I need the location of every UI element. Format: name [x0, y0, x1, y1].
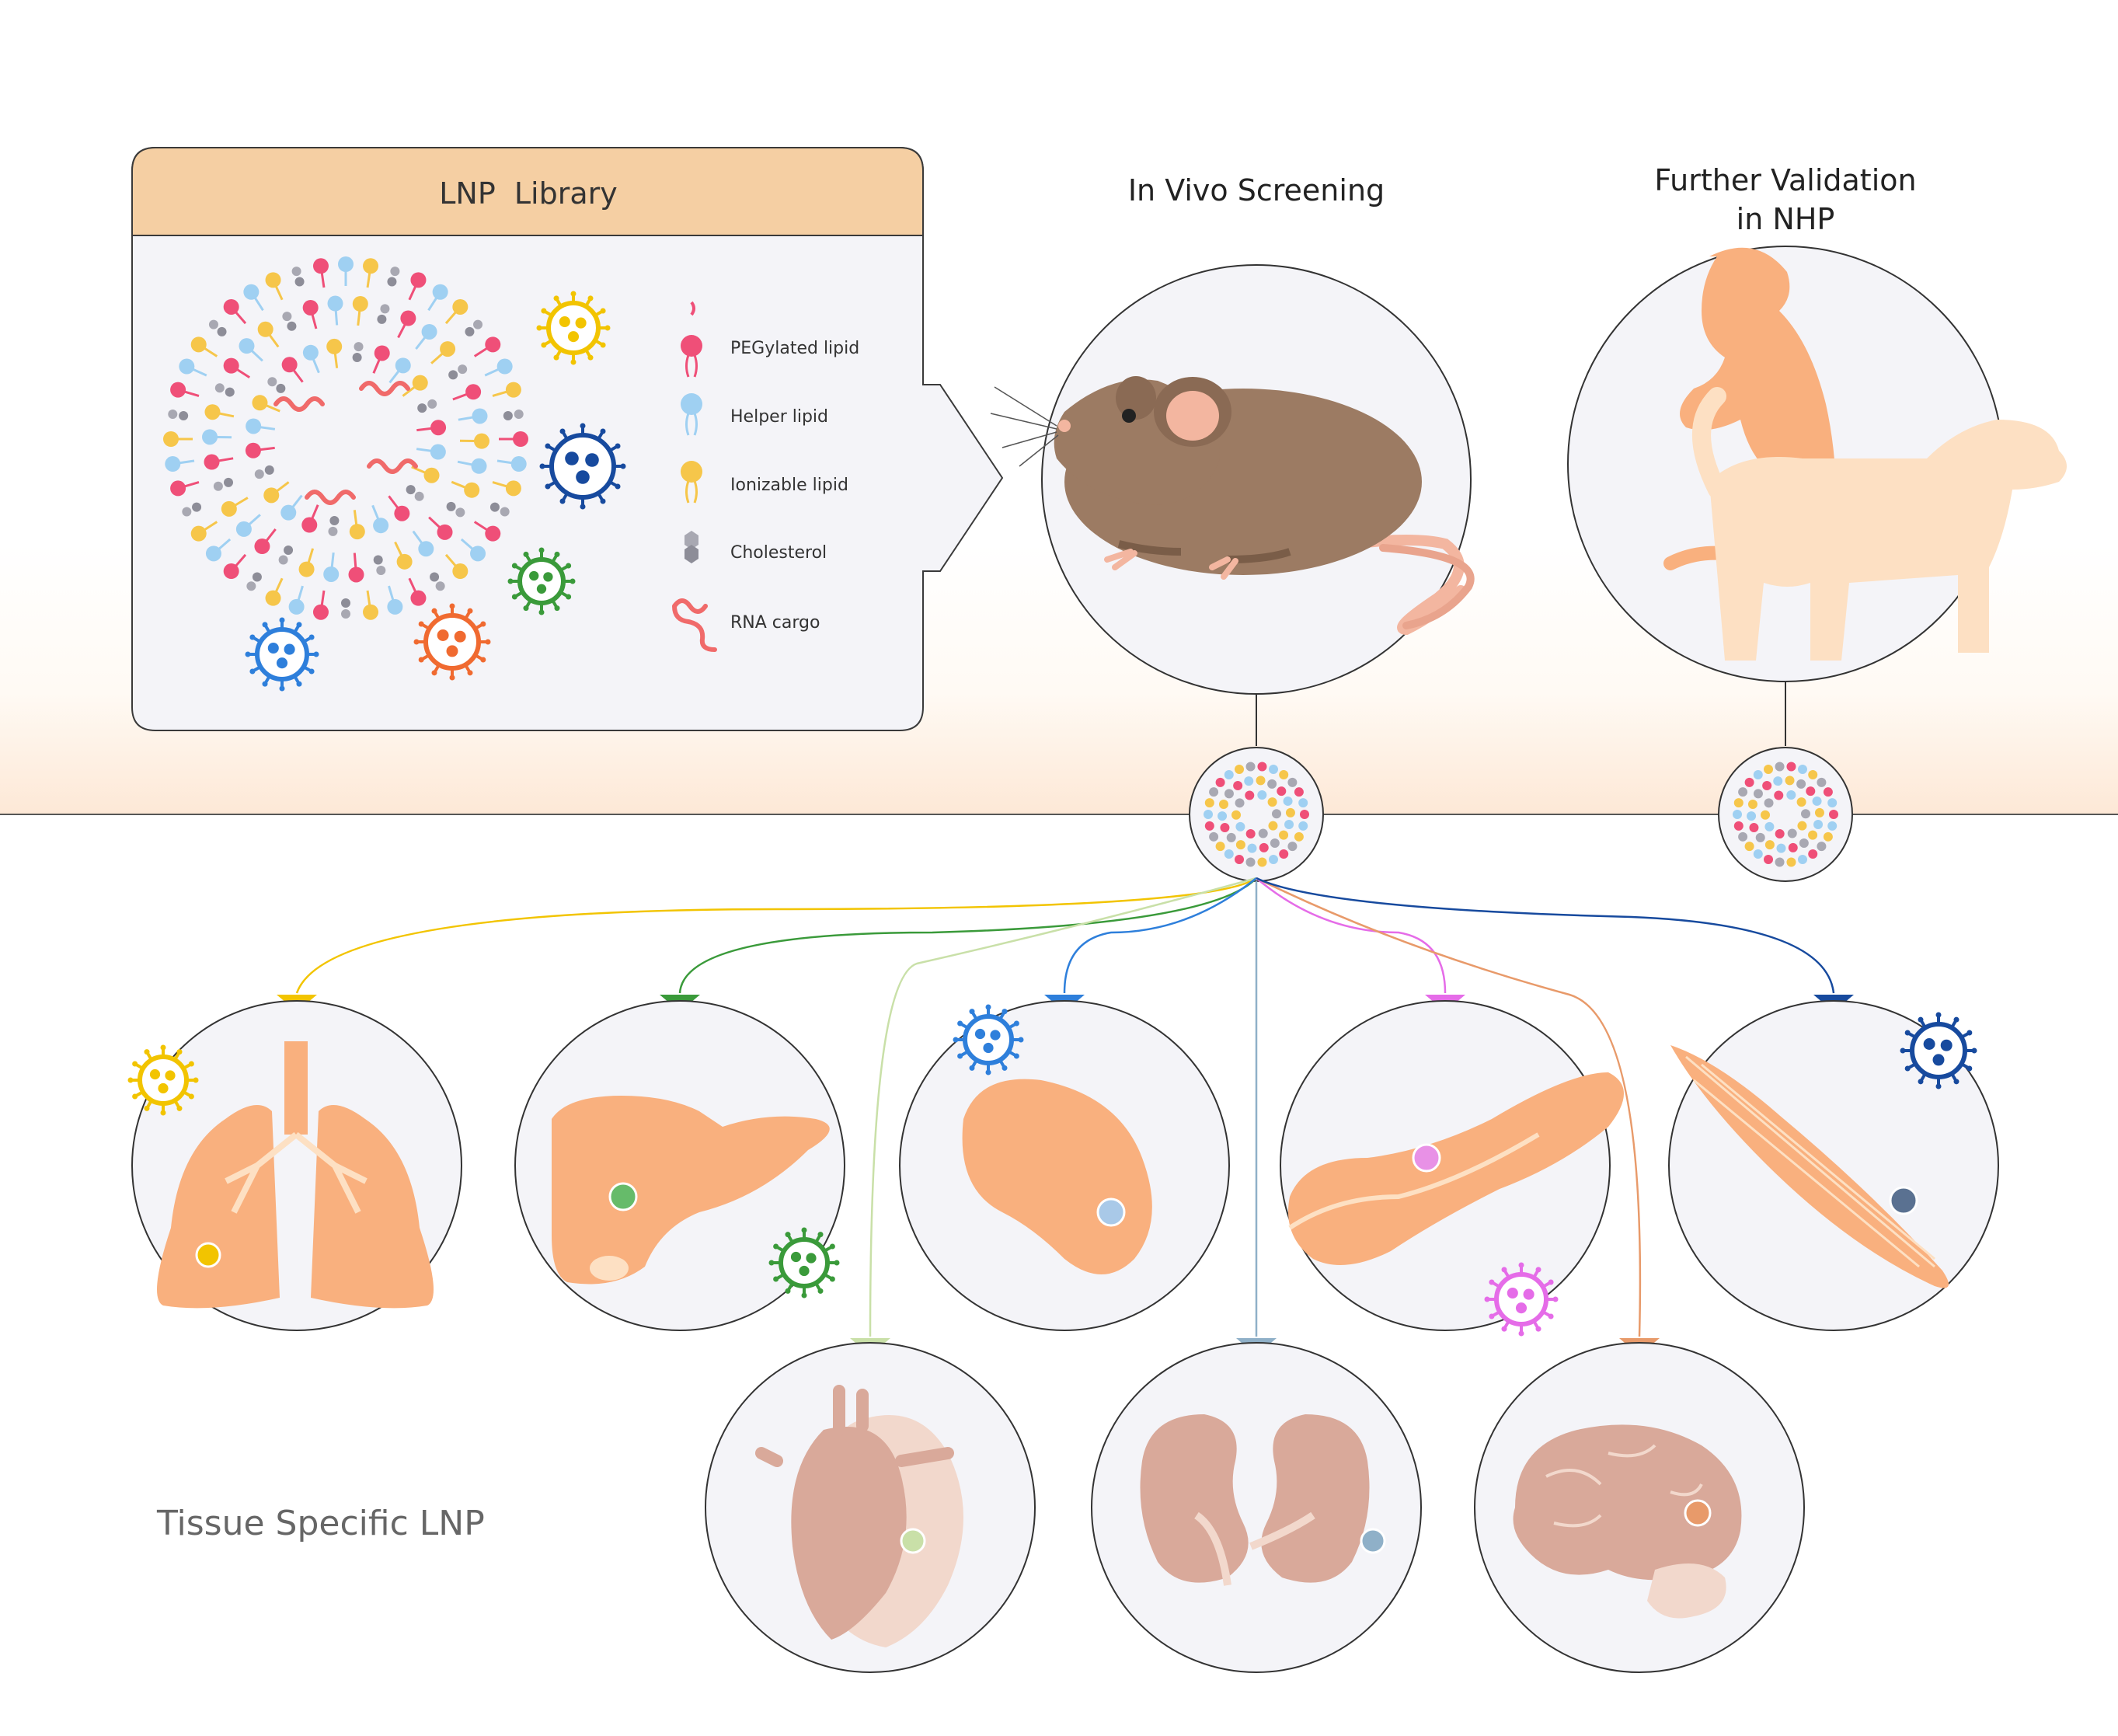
lnp-icon-blue	[245, 617, 319, 692]
lnp-particle-large	[163, 256, 528, 620]
ionizable-lipid-icon	[681, 461, 702, 504]
legend-label-pegylated: PEGylated lipid	[730, 339, 859, 358]
lnp-library-panel: LNP Library PEGylated lipid Helper lipid	[131, 147, 1004, 731]
lnp-hub-screening	[1189, 747, 1324, 882]
cholesterol-icon	[685, 531, 698, 563]
pegylated-lipid-icon	[681, 301, 702, 378]
organ-spleen	[899, 1000, 1230, 1331]
organ-kidney	[1091, 1342, 1422, 1673]
organ-liver	[514, 1000, 845, 1331]
helper-lipid-icon	[681, 393, 702, 436]
validation-title-line2: in NHP	[1737, 202, 1835, 236]
validation-title-line1: Further Validation	[1654, 163, 1916, 197]
organ-lung	[127, 1000, 462, 1331]
rna-cargo-icon	[672, 598, 717, 652]
dog-silhouette	[1692, 387, 2067, 661]
legend-label-ionizable: Ionizable lipid	[730, 476, 848, 495]
tissue-specific-label: Tissue Specific LNP	[156, 1504, 485, 1543]
screening-title: In Vivo Screening	[1128, 173, 1385, 207]
legend-label-helper: Helper lipid	[730, 407, 828, 427]
organ-muscle	[1668, 1000, 1999, 1331]
legend-label-cholesterol: Cholesterol	[730, 543, 827, 563]
lnp-hub-validation	[1718, 747, 1853, 882]
lnp-library-title: LNP Library	[439, 176, 618, 211]
legend-label-rna: RNA cargo	[730, 613, 820, 633]
lnp-icon-yellow	[536, 291, 611, 365]
legend: PEGylated lipid Helper lipid Ionizable l…	[672, 301, 859, 652]
organ-brain	[1474, 1342, 1805, 1673]
mouse-illustration	[990, 376, 1475, 636]
lnp-icon-navy	[539, 423, 626, 510]
lnp-icon-orange	[413, 603, 491, 681]
organ-heart	[705, 1342, 1036, 1673]
connectors	[295, 877, 1835, 1337]
organ-pancreas	[1280, 1000, 1624, 1337]
lnp-icon-green	[507, 547, 576, 615]
